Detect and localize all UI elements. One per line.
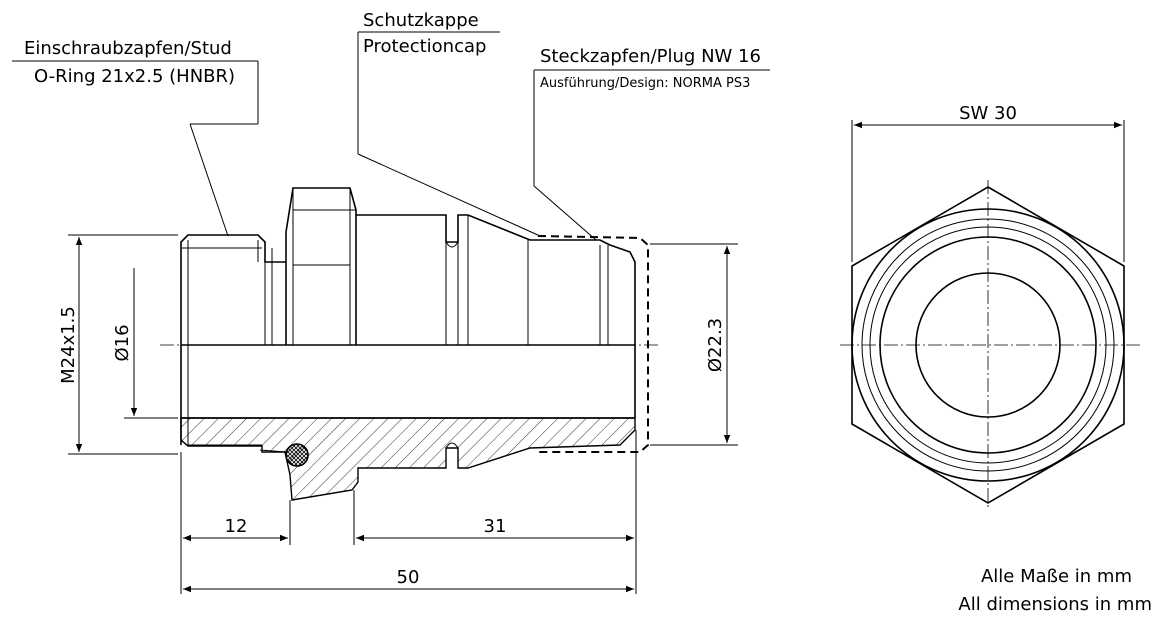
bore-circle [915,272,1061,418]
end-view [851,186,1125,504]
hexagon-outline [851,186,1125,504]
dim-len-plug: 31 [484,516,507,537]
note-units-de: Alle Maße in mm [981,566,1132,587]
side-view [180,187,636,501]
plug-outline [356,214,636,345]
oring-section [285,443,309,467]
dim-len-stud: 12 [225,516,248,537]
hex-outline [285,187,357,345]
stud-outline [180,234,286,445]
label-cap-en: Protectioncap [363,36,486,57]
label-cap-de: Schutzkappe [363,10,479,31]
dim-wrench: SW 30 [959,103,1017,124]
dim-bore: Ø16 [112,324,133,361]
dimensions [68,120,1125,594]
dim-len-total: 50 [397,567,420,588]
label-stud: Einschraubzapfen/Stud [24,38,232,59]
leaders [12,31,770,453]
label-design: Ausführung/Design: NORMA PS3 [540,76,750,91]
dim-outer: Ø22.3 [705,318,726,372]
label-plug: Steckzapfen/Plug NW 16 [540,46,761,67]
label-oring: O-Ring 21x2.5 (HNBR) [34,66,235,87]
section-hatch [180,417,636,501]
dim-thread: M24x1.5 [58,306,79,384]
note-units-en: All dimensions in mm [958,594,1152,615]
